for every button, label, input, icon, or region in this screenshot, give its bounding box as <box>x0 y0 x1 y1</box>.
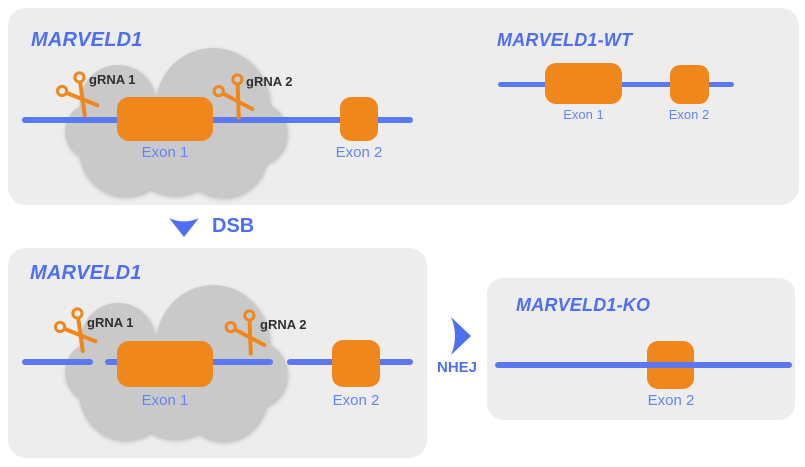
ko-exon2-label: Exon 2 <box>647 392 695 409</box>
dsb-label: DSB <box>212 215 255 237</box>
wt-exon2-label: Exon 2 <box>668 107 710 122</box>
cut-exon1-label: Exon 1 <box>141 392 189 409</box>
wt-title: MARVELD1-WT <box>497 30 633 50</box>
grna2-label: gRNA 2 <box>246 74 293 89</box>
dsb-down-arrow-icon <box>169 218 199 237</box>
nhej-right-arrow-icon <box>451 317 471 355</box>
ko-panel: MARVELD1-KO Exon 2 <box>487 278 795 420</box>
ko-title: MARVELD1-KO <box>516 295 651 315</box>
cut-exon2-box <box>332 340 380 387</box>
nhej-label: NHEJ <box>437 359 478 376</box>
gene-panel-title: MARVELD1 <box>31 29 143 51</box>
exon2-label: Exon 2 <box>335 144 383 161</box>
exon2-box <box>340 97 378 141</box>
scissors-icon <box>55 71 100 118</box>
grna1-label: gRNA 1 <box>87 315 134 330</box>
wt-exon1-box <box>545 63 622 104</box>
cut-exon2-label: Exon 2 <box>332 392 380 409</box>
scissors-icon <box>53 307 98 354</box>
cut-panel: MARVELD1 Exon 1 Exon 2 gRNA 1 <box>8 248 427 458</box>
exon1-box <box>117 97 213 141</box>
grna1-label: gRNA 1 <box>89 72 136 87</box>
dna-line-segment <box>22 359 93 365</box>
cas9-cloud-shape <box>65 48 287 197</box>
scissors-icon <box>224 309 267 356</box>
scissors-icon <box>212 73 255 120</box>
exon1-label: Exon 1 <box>141 144 189 161</box>
cut-exon1-box <box>117 341 213 387</box>
wt-exon2-box <box>670 65 709 104</box>
grna2-label: gRNA 2 <box>260 317 307 332</box>
top-panel: MARVELD1 Exon 1 Exon 2 gRNA 1 <box>8 8 799 205</box>
wt-exon1-label: Exon 1 <box>563 107 604 122</box>
ko-dna-line <box>495 362 792 368</box>
dna-line <box>22 117 413 123</box>
cut-panel-title: MARVELD1 <box>30 262 142 284</box>
